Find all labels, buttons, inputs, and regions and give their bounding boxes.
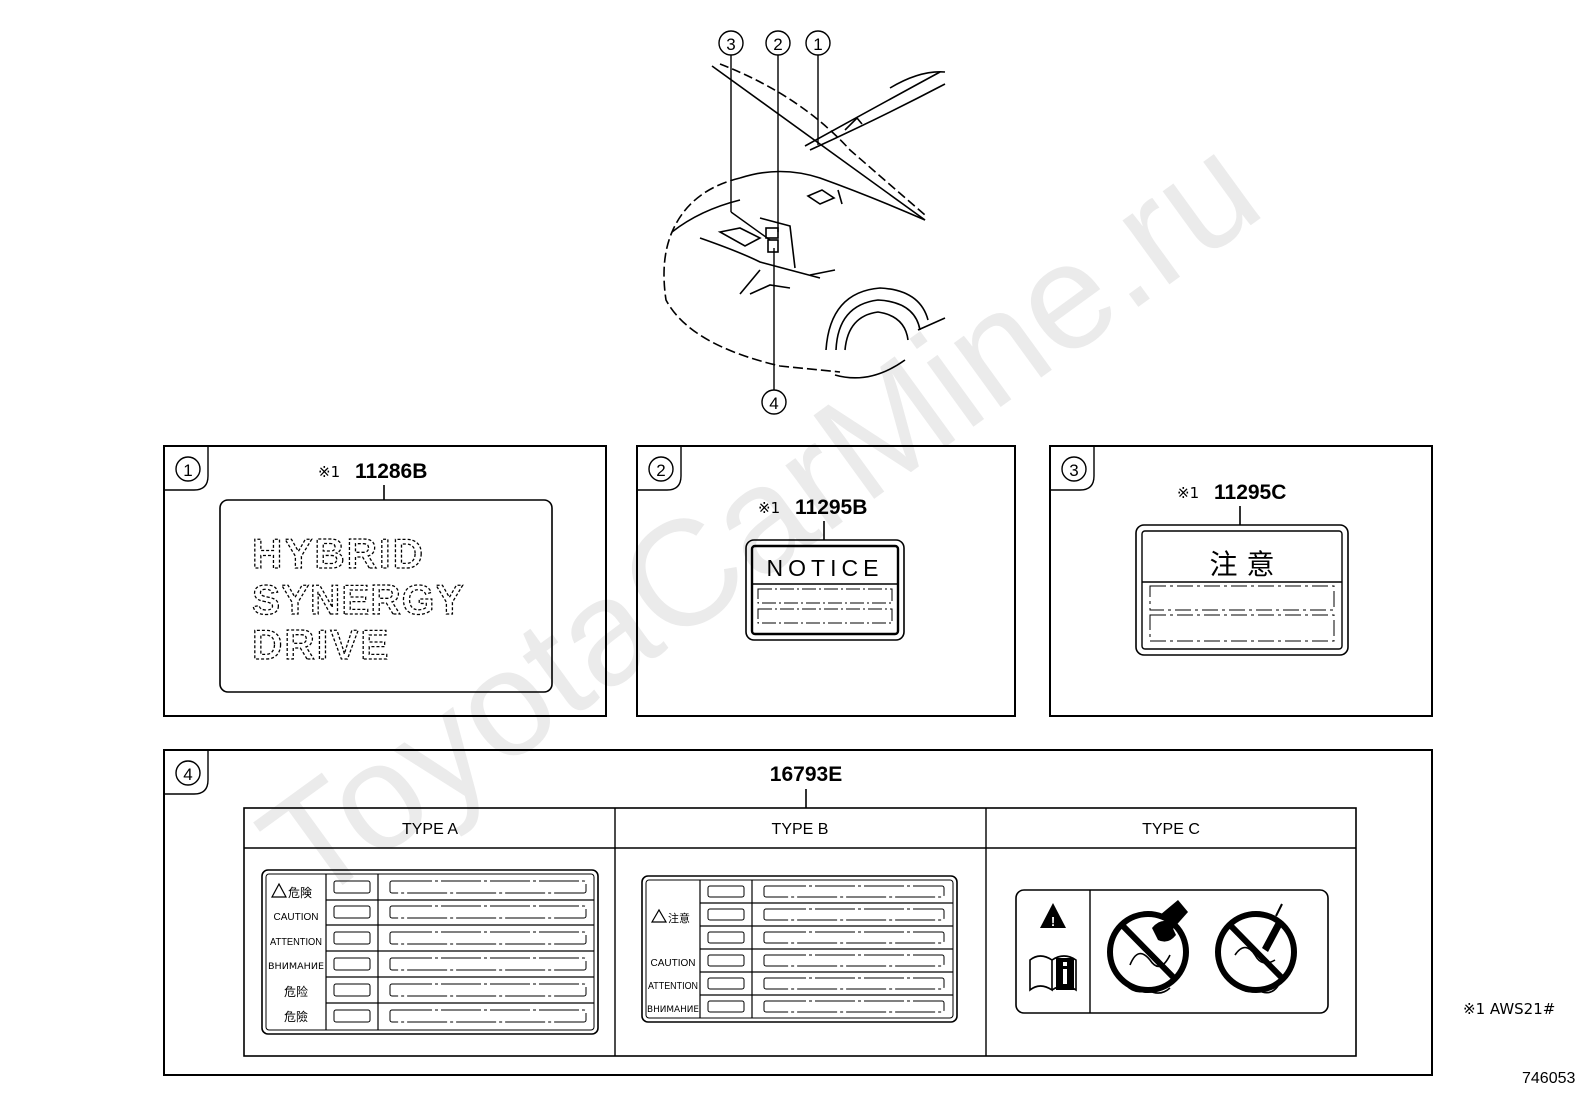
- type-a-row-3: ATTENTION: [270, 937, 322, 948]
- callout-leaders: [730, 55, 819, 390]
- panel-3-part-number: 11295C: [1214, 481, 1286, 504]
- watermark: ToyotaCarMine.ru: [231, 102, 1287, 934]
- callout-2: 2: [765, 30, 791, 56]
- panel-4: 4 16793E TYPE A TYPE B TYPE C: [163, 749, 1433, 1076]
- type-b-row-3: ATTENTION: [648, 981, 698, 992]
- notice-heading: NOTICE: [767, 555, 884, 581]
- panel-4-part-number: 16793E: [770, 763, 842, 786]
- type-a-row-6: 危險: [284, 1009, 308, 1024]
- type-table: [243, 807, 1357, 1057]
- panel-1-part-number: 11286B: [355, 460, 427, 483]
- emblem-line-synergy: SYNERGY: [252, 576, 464, 623]
- callout-1-number: 1: [813, 35, 822, 54]
- panel-1-number: 1: [183, 461, 192, 480]
- type-a-header: TYPE A: [402, 821, 458, 838]
- type-c-header: TYPE C: [1142, 821, 1200, 838]
- chui-label: [1135, 524, 1349, 656]
- manual-info-icon: [1029, 955, 1077, 992]
- panel-2-part-number: 11295B: [795, 496, 867, 519]
- chui-heading: 注 意: [1210, 548, 1275, 581]
- panel-3-number: 3: [1069, 461, 1078, 480]
- type-b-header: TYPE B: [772, 821, 829, 838]
- diagram-id: 746053: [1522, 1070, 1575, 1087]
- no-hand-fan-icon: [1107, 900, 1189, 994]
- type-b-row-1: 注意: [668, 911, 690, 925]
- panel-1: 1 ※1 11286B HYBRID SYNERGY DRIVE: [163, 445, 607, 717]
- type-a-row-1: 危険: [288, 886, 312, 900]
- type-a-row-2: CAUTION: [274, 912, 319, 923]
- type-b-row-2: CAUTION: [651, 958, 696, 969]
- warning-triangle-icon: [1040, 903, 1066, 928]
- emblem-line-hybrid: HYBRID: [252, 530, 425, 577]
- callout-4-number: 4: [769, 394, 778, 413]
- car-illustration: [663, 63, 946, 379]
- footnote: ※1 AWS21#: [1463, 1000, 1555, 1018]
- type-a-row-5: 危险: [284, 984, 308, 999]
- warning-exclamation-glyph: !: [1051, 914, 1055, 929]
- emblem-line-drive: DRIVE: [252, 621, 390, 668]
- callout-1: 1: [805, 30, 831, 56]
- no-tool-fan-icon: [1215, 903, 1297, 994]
- panel-1-note-mark: ※1: [318, 463, 340, 481]
- notice-label: [745, 539, 905, 641]
- callout-3: 3: [718, 30, 744, 56]
- callout-3-number: 3: [726, 35, 735, 54]
- panel-2-number: 2: [656, 461, 665, 480]
- panel-4-number: 4: [183, 765, 192, 784]
- panel-3-note-mark: ※1: [1177, 484, 1199, 502]
- panel-3: 3 ※1 11295C 注 意: [1049, 445, 1433, 717]
- type-a-row-4: ВНИМАНИЕ: [268, 962, 324, 972]
- type-c-label: [1015, 889, 1329, 1014]
- callout-2-number: 2: [773, 35, 782, 54]
- hybrid-emblem: [219, 499, 553, 693]
- panel-2-note-mark: ※1: [758, 499, 780, 517]
- type-b-row-4: ВНИМАНИЕ: [647, 1005, 699, 1015]
- callout-4: 4: [761, 389, 787, 415]
- type-b-label: [641, 875, 958, 1023]
- type-a-label: [261, 869, 599, 1035]
- panel-2: 2 ※1 11295B NOTICE: [636, 445, 1016, 717]
